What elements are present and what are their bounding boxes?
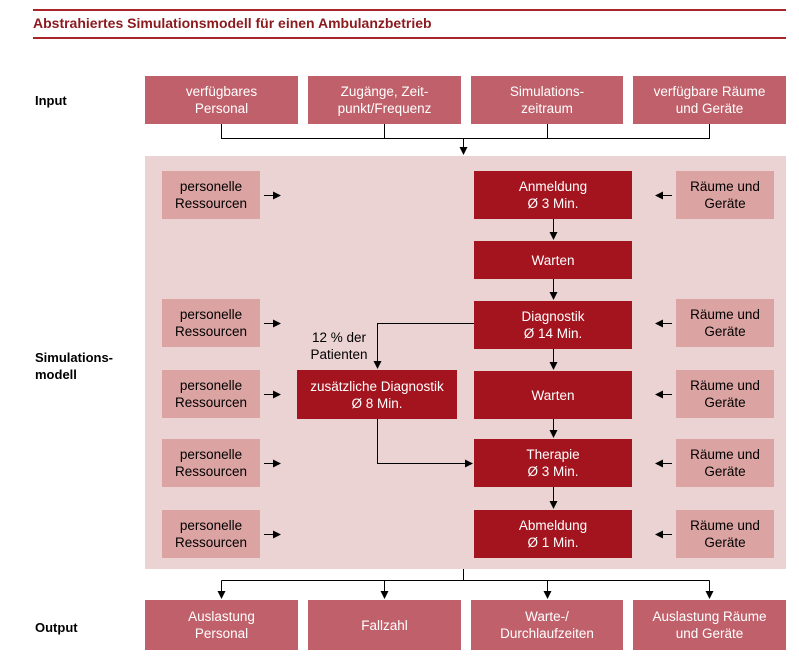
output-label: Output	[35, 620, 78, 635]
output-box-room-utilization: Auslastung Räume und Geräte	[633, 600, 786, 650]
top-rule	[33, 9, 786, 11]
personnel-resources-box: personelle Ressourcen	[162, 171, 260, 219]
rooms-devices-box: Räume und Geräte	[676, 439, 774, 487]
personnel-resources-box: personelle Ressourcen	[162, 370, 260, 418]
input-box-period: Simulations- zeitraum	[471, 76, 623, 124]
personnel-resources-box: personelle Ressourcen	[162, 439, 260, 487]
process-checkout: Abmeldung Ø 1 Min.	[474, 510, 632, 558]
simulation-model-area	[145, 156, 786, 569]
patient-share-note: 12 % der Patienten	[310, 330, 368, 362]
personnel-resources-box: personelle Ressourcen	[162, 299, 260, 347]
rooms-devices-box: Räume und Geräte	[676, 299, 774, 347]
rooms-devices-box: Räume und Geräte	[676, 171, 774, 219]
title-underline	[33, 37, 786, 39]
personnel-resources-box: personelle Ressourcen	[162, 510, 260, 558]
input-label: Input	[35, 93, 67, 108]
process-registration: Anmeldung Ø 3 Min.	[474, 171, 632, 219]
process-therapy: Therapie Ø 3 Min.	[474, 439, 632, 487]
input-box-rooms: verfügbare Räume und Geräte	[633, 76, 786, 124]
process-waiting: Warten	[474, 241, 632, 279]
simulation-label: Simulations- modell	[35, 350, 114, 382]
output-box-waiting-times: Warte-/ Durchlaufzeiten	[471, 600, 623, 650]
process-waiting: Warten	[474, 371, 632, 419]
input-box-personal: verfügbares Personal	[145, 76, 298, 124]
output-box-case-count: Fallzahl	[308, 600, 461, 650]
diagram-title: Abstrahiertes Simulationsmodell für eine…	[33, 15, 432, 31]
process-additional-diagnostics: zusätzliche Diagnostik Ø 8 Min.	[297, 370, 457, 419]
rooms-devices-box: Räume und Geräte	[676, 370, 774, 418]
input-box-arrivals: Zugänge, Zeit- punkt/Frequenz	[308, 76, 461, 124]
process-diagnostics: Diagnostik Ø 14 Min.	[474, 301, 632, 349]
rooms-devices-box: Räume und Geräte	[676, 510, 774, 558]
output-box-staff-utilization: Auslastung Personal	[145, 600, 298, 650]
